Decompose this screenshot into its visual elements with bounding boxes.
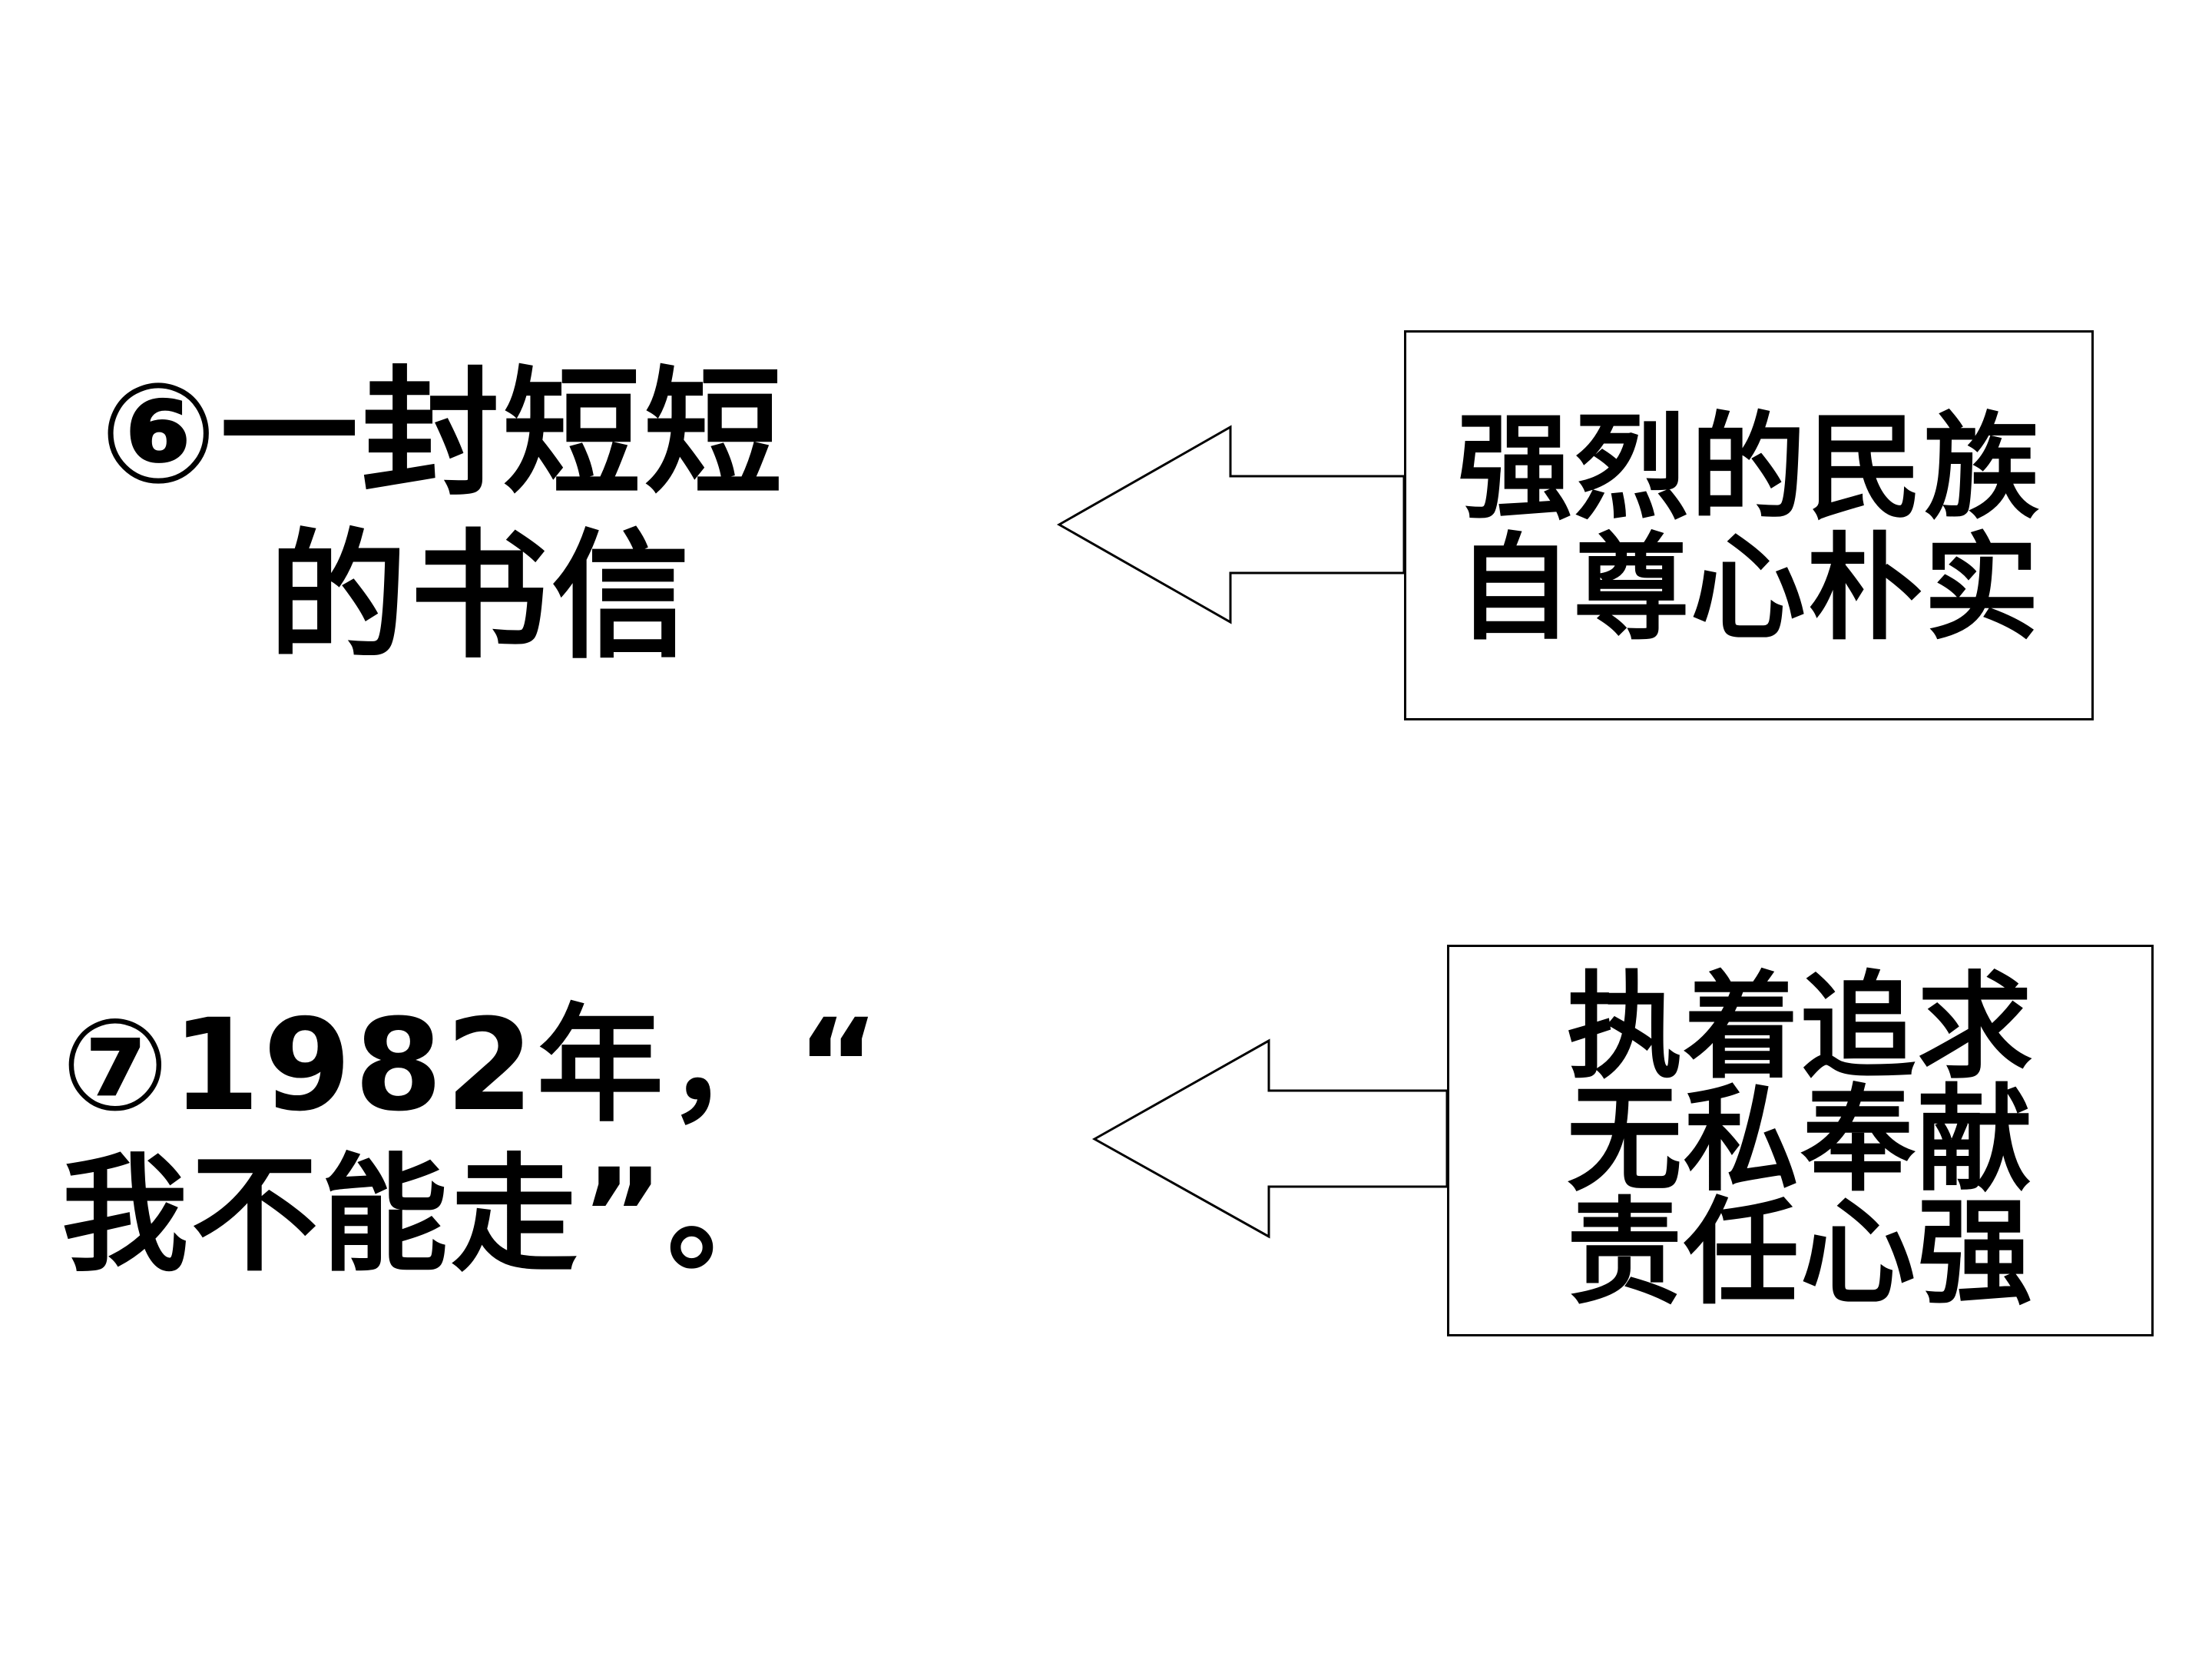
item-7-title: ⑦1982年，“ 我不能走”。 [61, 991, 882, 1290]
left-arrow-icon [1056, 425, 1406, 624]
item-7-trait: 无私奉献 [1566, 1073, 2034, 1207]
item-7-traits-box: 执着追求 无私奉献 责任心强 [1447, 945, 2154, 1336]
item-6-traits-box: 强烈的民族 自尊心朴实 [1404, 330, 2094, 720]
item-6-trait: 强烈的民族 [1456, 401, 2041, 535]
item-6-title-line1: ⑥一封短短 [100, 354, 786, 515]
item-6-trait: 自尊心朴实 [1456, 522, 2041, 656]
item-7-trait: 执着追求 [1566, 960, 2034, 1094]
item-6-title-line2: 的书信 [269, 517, 694, 678]
item-7-title-line2: 我不能走”。 [61, 1141, 797, 1289]
item-7-trait: 责任心强 [1566, 1186, 2034, 1320]
item-7-title-line1: ⑦1982年，“ [61, 992, 883, 1139]
item-6-title: ⑥一封短短 的书信 [100, 353, 785, 680]
left-arrow-icon [1091, 1038, 1449, 1239]
